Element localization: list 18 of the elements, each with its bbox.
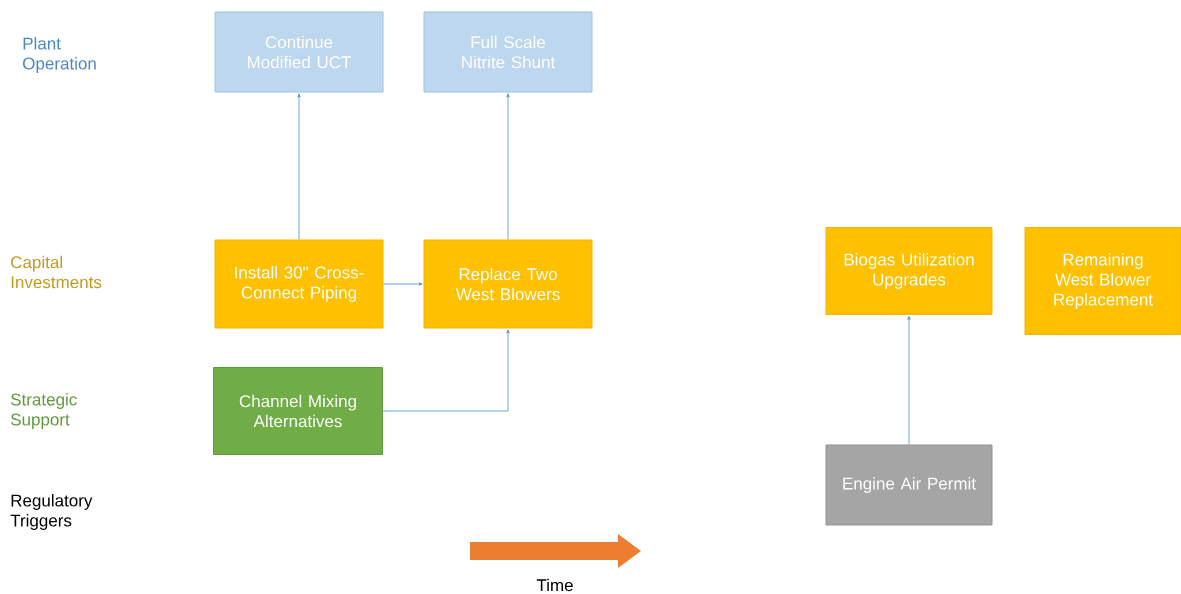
arrow	[382, 329, 510, 412]
process-box: Full Scale Nitrite Shunt	[423, 11, 593, 93]
process-box: Engine Air Permit	[825, 444, 993, 526]
row-label: Strategic Support	[11, 393, 77, 429]
process-box: Replace Two West Blowers	[423, 239, 593, 329]
arrow	[383, 282, 423, 286]
arrow	[297, 93, 301, 240]
axis-label: Time	[536, 578, 573, 592]
row-label: Capital Investments	[11, 255, 102, 289]
row-label: Regulatory Triggers	[10, 494, 93, 530]
row-label: Plant Operation	[23, 37, 96, 73]
arrow	[506, 93, 510, 240]
arrow	[907, 315, 911, 445]
process-box: Channel Mixing Alternatives	[213, 367, 383, 455]
process-box: Install 30" Cross-Connect Piping	[214, 239, 384, 329]
process-box: Remaining West Blower Replacement	[1024, 227, 1181, 335]
process-box: Biogas Utilization Upgrades	[825, 227, 993, 315]
process-box: Continue Modified UCT	[214, 11, 384, 93]
